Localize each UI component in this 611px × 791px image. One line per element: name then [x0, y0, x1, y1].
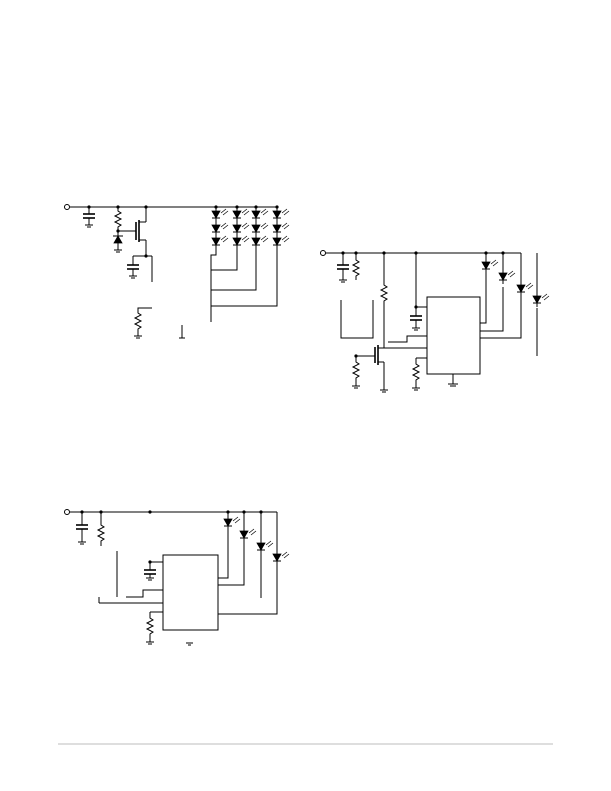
resistor-gate: [379, 253, 389, 348]
resistor: [411, 358, 421, 391]
capacitor: [337, 253, 349, 283]
led-chain: [481, 253, 550, 307]
led-icon: [211, 235, 229, 246]
led-icon: [251, 208, 269, 219]
led-icon: [232, 235, 250, 246]
led-icon: [223, 516, 241, 527]
capacitor: [144, 562, 156, 581]
led-chain: [223, 512, 290, 565]
schematic-led-driver-ic: [320, 250, 550, 393]
schematic-led-matrix: [64, 204, 290, 339]
led-icon: [232, 208, 250, 219]
led-icon: [272, 235, 290, 246]
led-icon: [239, 528, 257, 539]
ground-symbol: [186, 642, 193, 646]
resistor: [145, 612, 155, 645]
capacitor: [83, 207, 95, 228]
ground-symbol: [448, 374, 458, 387]
led-icon: [251, 235, 269, 246]
resistor: [96, 512, 106, 546]
led-icon: [498, 270, 516, 281]
led-icon: [532, 293, 550, 304]
resistor: [351, 253, 361, 280]
led-icon: [272, 551, 290, 562]
ic-block: [162, 554, 219, 631]
capacitor: [76, 512, 88, 545]
ic-block: [426, 296, 481, 375]
schematic-led-driver-ic-small: [64, 509, 290, 646]
led-icon: [516, 282, 534, 293]
input-terminal: [64, 204, 70, 210]
led-icon: [272, 208, 290, 219]
sense-resistor: [133, 307, 152, 339]
led-icon: [481, 259, 499, 270]
led-icon: [272, 222, 290, 233]
capacitor: [410, 307, 422, 331]
led-array: [211, 205, 290, 246]
ground-symbol: [179, 325, 185, 339]
capacitor-out: [127, 256, 139, 279]
mosfet: [374, 345, 388, 393]
led-icon: [256, 540, 274, 551]
led-icon: [211, 208, 229, 219]
zener-diode: [113, 231, 123, 253]
led-icon: [232, 222, 250, 233]
resistor: [113, 207, 123, 231]
led-icon: [211, 222, 229, 233]
input-terminal: [320, 250, 326, 256]
led-icon: [251, 222, 269, 233]
input-terminal: [64, 509, 70, 515]
resistor: [351, 356, 361, 389]
mosfet: [135, 207, 147, 256]
